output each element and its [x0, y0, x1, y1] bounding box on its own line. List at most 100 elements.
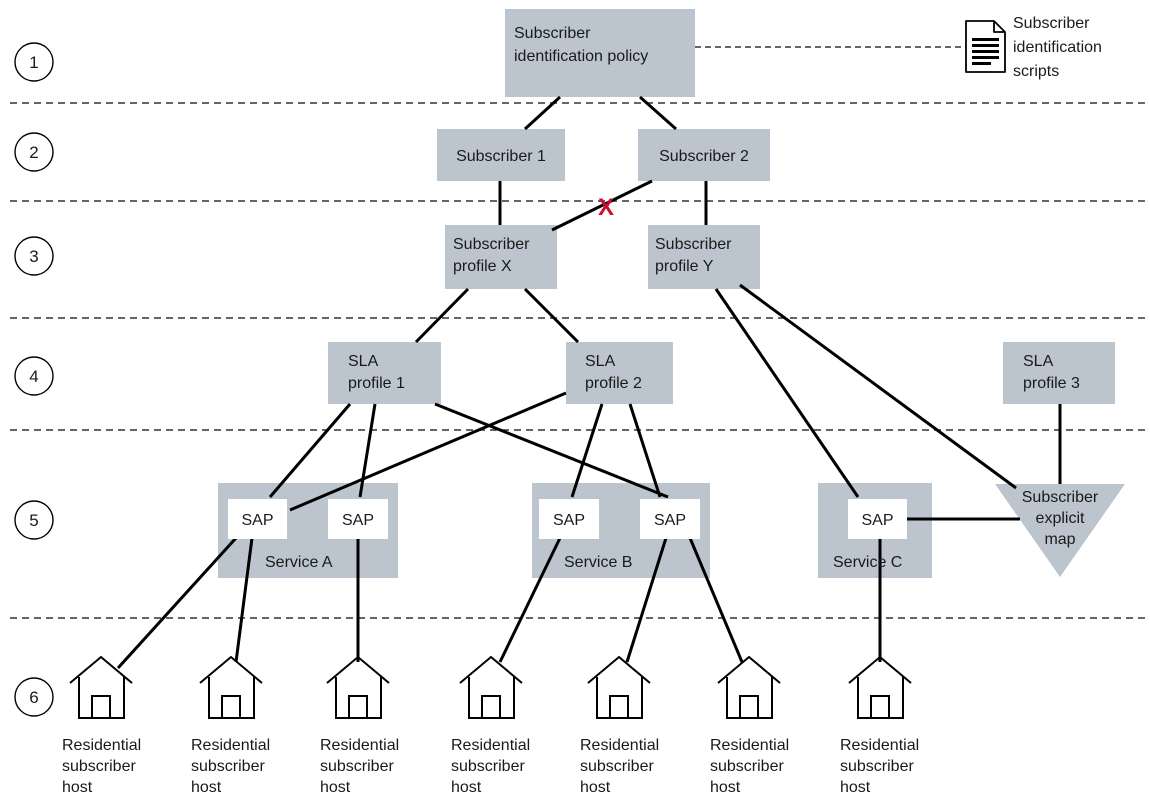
layer-number: 4 [29, 367, 38, 386]
connector-profy-explicit [739, 283, 1017, 490]
host-label-line2: subscriber [320, 758, 394, 775]
connector-sla1-sap1 [268, 403, 352, 498]
connector-sap3-host4 [498, 537, 562, 663]
sap-a1: SAP [228, 499, 287, 539]
sap-b2: SAP [640, 499, 700, 539]
profile-y-label-line2: profile Y [655, 258, 714, 275]
host-label-line3: host [191, 779, 222, 796]
profile-y-box [648, 225, 760, 289]
sap-label: SAP [241, 512, 273, 529]
boxes [218, 9, 1125, 578]
document-icon [965, 20, 1006, 73]
host-label-line2: subscriber [840, 758, 914, 775]
host-label-line1: Residential [451, 737, 530, 754]
house-icon [459, 655, 523, 719]
host-label-line2: subscriber [451, 758, 525, 775]
host-label-line2: subscriber [191, 758, 265, 775]
sap-label: SAP [342, 512, 374, 529]
scripts-label-line2: identification [1013, 39, 1102, 56]
layer-marker-6: 6 [14, 677, 54, 717]
hosts: Residential subscriber host Residential … [62, 655, 919, 796]
host-label-line3: host [320, 779, 351, 796]
connector-sla2-sap1 [289, 391, 567, 512]
layer-separators [10, 102, 1145, 619]
service-a-label: Service A [265, 554, 333, 571]
layer-number: 6 [29, 688, 38, 707]
sap-a2: SAP [328, 499, 388, 539]
subscriber-2-box [638, 129, 770, 181]
house-icon [326, 655, 390, 719]
connector-sla2-sap3 [570, 403, 604, 498]
sla-2-label-line1: SLA [585, 353, 616, 370]
host-label-line3: host [840, 779, 871, 796]
house-icon [717, 655, 781, 719]
policy-box [505, 9, 695, 97]
layer-marker-5: 5 [14, 500, 54, 540]
host-label-line1: Residential [320, 737, 399, 754]
host-label-line3: host [62, 779, 93, 796]
sap-c1: SAP [848, 499, 907, 539]
host-1: Residential subscriber host [62, 655, 141, 796]
sla-1-label-line1: SLA [348, 353, 379, 370]
sla-1-box [328, 342, 441, 404]
host-4: Residential subscriber host [451, 655, 530, 796]
connector-policy-sub2 [639, 95, 677, 131]
layer-number: 1 [29, 53, 38, 72]
sla-3-label-line1: SLA [1023, 353, 1054, 370]
host-label-line2: subscriber [580, 758, 654, 775]
layer-number: 5 [29, 511, 38, 530]
host-label-line1: Residential [62, 737, 141, 754]
box-labels: Subscriber identification policy Subscri… [265, 25, 1099, 571]
connectors [116, 95, 1062, 670]
explicit-map-label-line3: map [1044, 531, 1075, 548]
scripts-label-line3: scripts [1013, 63, 1059, 80]
layer-marker-2: 2 [14, 132, 54, 172]
sap-label: SAP [553, 512, 585, 529]
explicit-map-label-line2: explicit [1036, 510, 1085, 527]
scripts-label: Subscriber identification scripts [1013, 15, 1102, 80]
sla-2-label-line2: profile 2 [585, 375, 642, 392]
host-3: Residential subscriber host [320, 655, 399, 796]
subscriber-1-box [437, 129, 565, 181]
layer-marker-1: 1 [14, 42, 54, 82]
service-b-label: Service B [564, 554, 632, 571]
sla-2-box [566, 342, 673, 404]
host-label-line3: host [710, 779, 741, 796]
connector-sla1-sap2 [358, 403, 377, 498]
host-label-line3: host [451, 779, 482, 796]
layer-marker-3: 3 [14, 236, 54, 276]
host-label-line1: Residential [580, 737, 659, 754]
host-label-line1: Residential [191, 737, 270, 754]
subscriber-2-label: Subscriber 2 [659, 148, 749, 165]
house-icon [848, 655, 912, 719]
host-label-line3: host [580, 779, 611, 796]
sla-3-label-line2: profile 3 [1023, 375, 1080, 392]
connector-sap4-host6 [688, 537, 744, 663]
house-icon [199, 655, 263, 719]
policy-label-line2: identification policy [514, 48, 648, 65]
host-6: Residential subscriber host [710, 655, 789, 796]
profile-x-box [445, 225, 557, 289]
profile-x-label-line1: Subscriber [453, 236, 530, 253]
host-5: Residential subscriber host [580, 655, 659, 796]
profile-x-label-line2: profile X [453, 258, 512, 275]
host-label-line1: Residential [710, 737, 789, 754]
sap-label: SAP [654, 512, 686, 529]
host-label-line2: subscriber [710, 758, 784, 775]
connector-sub2-profx-invalid [551, 179, 653, 232]
profile-y-label-line1: Subscriber [655, 236, 732, 253]
host-7: Residential subscriber host [840, 655, 919, 796]
house-icon [587, 655, 651, 719]
subscriber-1-label: Subscriber 1 [456, 148, 546, 165]
host-2: Residential subscriber host [191, 655, 270, 796]
connector-sla2-sap4 [628, 403, 662, 498]
layer-number: 3 [29, 247, 38, 266]
connector-policy-sub1 [523, 95, 562, 131]
sap-label: SAP [861, 512, 893, 529]
house-icon [69, 655, 133, 719]
connector-sap1-host1 [116, 536, 238, 670]
invalid-association-marker: X [598, 194, 614, 221]
layer-marker-4: 4 [14, 356, 54, 396]
layer-markers: 1 2 3 4 5 6 [14, 42, 54, 717]
